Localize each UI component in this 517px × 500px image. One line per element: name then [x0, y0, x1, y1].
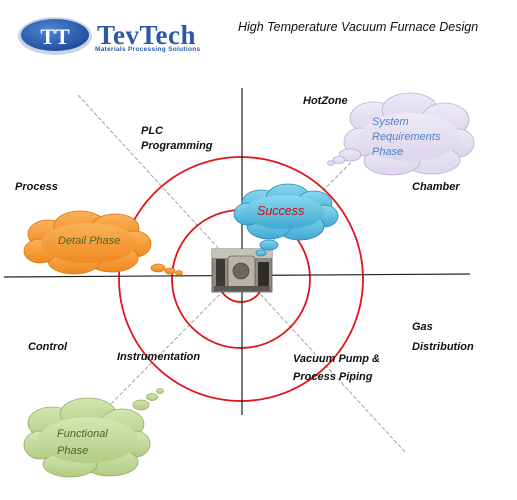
detail-phase-cloud [23, 210, 183, 276]
brand-name: TevTech [97, 20, 197, 50]
brand-tagline: Materials Processing Solutions [95, 46, 201, 53]
phase-system-requirements: System Requirements Phase [372, 115, 440, 160]
label-plc-programming: PLC Programming [141, 124, 213, 154]
phase-success: Success [257, 204, 305, 218]
success-cloud [233, 183, 339, 257]
logo-icon: TT [18, 17, 92, 55]
label-plc-line1: PLC [141, 125, 163, 137]
phase-system-line2: Requirements [372, 131, 441, 143]
label-gas-distribution: Gas Distribution [412, 320, 474, 355]
phase-detail: Detail Phase [58, 235, 121, 247]
label-plc-line2: Programming [141, 140, 213, 152]
label-vacuum-line1: Vacuum Pump & [293, 353, 380, 365]
system-requirements-cloud [327, 92, 475, 176]
phase-functional-line2: Phase [57, 445, 89, 457]
phase-functional: Functional Phase [57, 426, 108, 460]
phase-system-line1: System [372, 116, 409, 128]
label-chamber: Chamber [412, 181, 460, 193]
label-gas-line1: Gas [412, 321, 433, 333]
page-title: High Temperature Vacuum Furnace Design [238, 20, 479, 34]
functional-phase-cloud [23, 388, 164, 478]
label-hotzone: HotZone [303, 95, 348, 107]
label-control: Control [28, 341, 68, 353]
label-vacuum-pump: Vacuum Pump & Process Piping [293, 350, 380, 386]
label-process: Process [15, 181, 58, 193]
logo-monogram: TT [40, 24, 70, 49]
label-vacuum-line2: Process Piping [293, 371, 373, 383]
label-instrumentation: Instrumentation [117, 351, 201, 363]
label-gas-line2: Distribution [412, 341, 474, 353]
outer-ring [118, 156, 364, 402]
phase-system-line3: Phase [372, 146, 404, 158]
phase-functional-line1: Functional [57, 428, 108, 440]
